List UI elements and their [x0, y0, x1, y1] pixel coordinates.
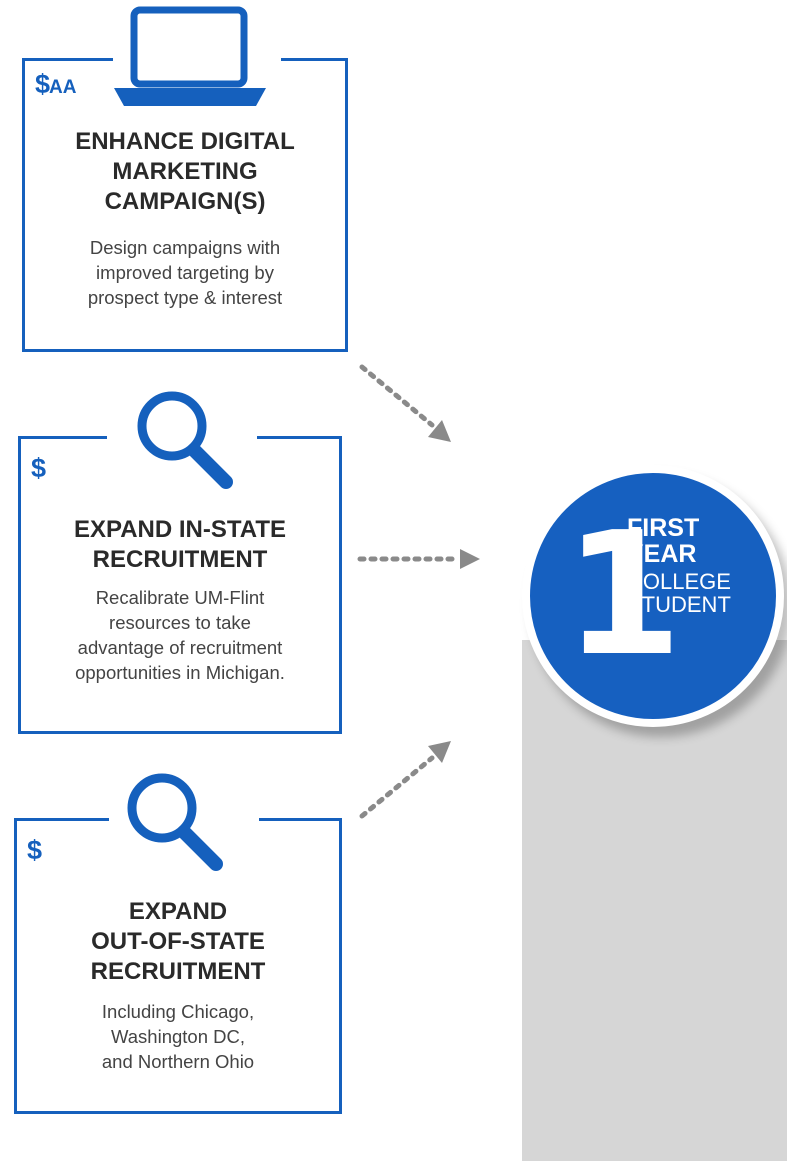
card-title: ENHANCE DIGITAL MARKETING CAMPAIGN(S): [75, 128, 295, 215]
badge-line-college: COLLEGE: [627, 569, 731, 594]
arrow-digital-to-badge: [359, 364, 451, 442]
badge-line-student: STUDENT: [627, 592, 731, 617]
first-year-student-badge: 1 FIRST YEAR COLLEGE STUDENT: [522, 465, 784, 727]
card-border-gap: [107, 433, 257, 443]
badge-line-first: FIRST: [627, 514, 700, 542]
card-description: Including Chicago, Washington DC, and No…: [101, 1001, 255, 1072]
magnifier-icon: [137, 391, 233, 489]
card-border-gap: [109, 815, 259, 825]
magnifier-icon: [127, 773, 223, 871]
card-in-state-recruitment: $ EXPAND IN-STATE RECRUITMENT Recalibrat…: [18, 433, 342, 734]
laptop-icon: [114, 6, 266, 106]
card-description: Recalibrate UM-Flint resources to take a…: [75, 587, 285, 683]
arrow-in-state-to-badge: [357, 549, 480, 569]
card-title: EXPAND IN-STATE RECRUITMENT: [73, 516, 286, 573]
cost-indicator: $AA: [35, 69, 77, 99]
cost-indicator: $: [31, 453, 46, 483]
arrow-out-of-state-to-badge: [359, 741, 451, 819]
card-border-gap: [113, 55, 281, 65]
cost-indicator: $: [27, 835, 42, 865]
badge-number: 1: [564, 496, 683, 694]
card-out-of-state-recruitment: $ EXPAND OUT-OF-STATE RECRUITMENT Includ…: [14, 815, 342, 1114]
card-digital-marketing: $AA ENHANCE DIGITAL MARKETING CAMPAIGN(S…: [22, 55, 348, 352]
card-description: Design campaigns with improved targeting…: [87, 237, 283, 308]
badge-line-year: YEAR: [627, 540, 697, 568]
card-title: EXPAND OUT-OF-STATE RECRUITMENT: [90, 898, 266, 985]
